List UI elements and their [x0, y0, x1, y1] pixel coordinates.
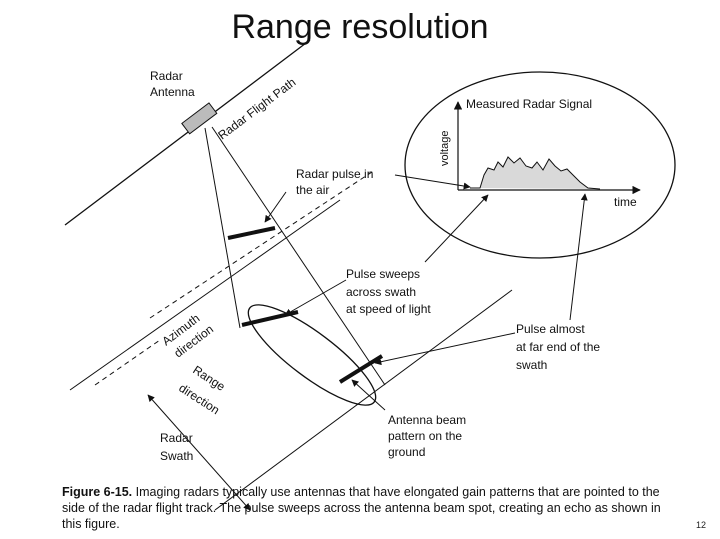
- leader-sweep-to-signal: [424, 194, 489, 263]
- label-radar-antenna-2: Antenna: [150, 85, 195, 99]
- beam-edge-left: [204, 127, 241, 329]
- dashed-line-2: [94, 339, 161, 386]
- leader-beam-pattern: [351, 379, 386, 411]
- figure-caption: Figure 6-15. Imaging radars typically us…: [62, 484, 682, 532]
- leader-far-to-signal: [569, 193, 588, 321]
- beam-edge-right: [211, 126, 386, 386]
- label-radar-antenna-1: Radar: [150, 69, 183, 83]
- label-swath-2: Swath: [160, 449, 193, 463]
- label-measured-signal: Measured Radar Signal: [466, 97, 592, 111]
- flight-path-line: [64, 39, 311, 226]
- pulse-in-air: [227, 226, 276, 240]
- label-pulse-sweeps-1: Pulse sweeps: [346, 267, 420, 281]
- antenna-icon: [181, 102, 218, 135]
- label-swath-1: Radar: [160, 431, 193, 445]
- label-voltage: voltage: [439, 131, 451, 166]
- leader-pulse-far: [374, 332, 516, 366]
- pulse-sweep-near: [241, 310, 299, 327]
- leader-air-to-signal: [394, 174, 471, 190]
- leader-pulse-sweeps: [284, 279, 347, 316]
- label-beam-3: ground: [388, 445, 425, 459]
- azimuth-line-near: [69, 199, 341, 391]
- label-time: time: [614, 195, 637, 209]
- label-pulse-far-1: Pulse almost: [516, 322, 585, 336]
- label-beam-1: Antenna beam: [388, 413, 466, 427]
- label-pulse-sweeps-3: at speed of light: [346, 302, 431, 316]
- swath-arrow: [147, 394, 251, 511]
- leader-pulse-in-air: [264, 191, 287, 223]
- label-flight-path: Radar Flight Path: [215, 75, 298, 142]
- label-pulse-sweeps-2: across swath: [346, 285, 416, 299]
- label-pulse-in-air-1: Radar pulse in: [296, 167, 373, 181]
- label-pulse-far-3: swath: [516, 358, 547, 372]
- label-beam-2: pattern on the: [388, 429, 462, 443]
- beam-footprint: [247, 304, 377, 406]
- figure-number: Figure 6-15.: [62, 485, 133, 499]
- slide-title: Range resolution: [231, 8, 489, 46]
- dashed-line-1: [149, 169, 376, 319]
- pulse-far-end: [338, 354, 384, 384]
- signal-inset: [404, 71, 676, 259]
- caption-text: Imaging radars typically use antennas th…: [62, 485, 661, 531]
- label-pulse-in-air-2: the air: [296, 183, 329, 197]
- page-number: 12: [695, 520, 706, 530]
- echo-waveform: [470, 156, 601, 190]
- label-pulse-far-2: at far end of the: [516, 340, 600, 354]
- azimuth-line-far: [214, 289, 513, 511]
